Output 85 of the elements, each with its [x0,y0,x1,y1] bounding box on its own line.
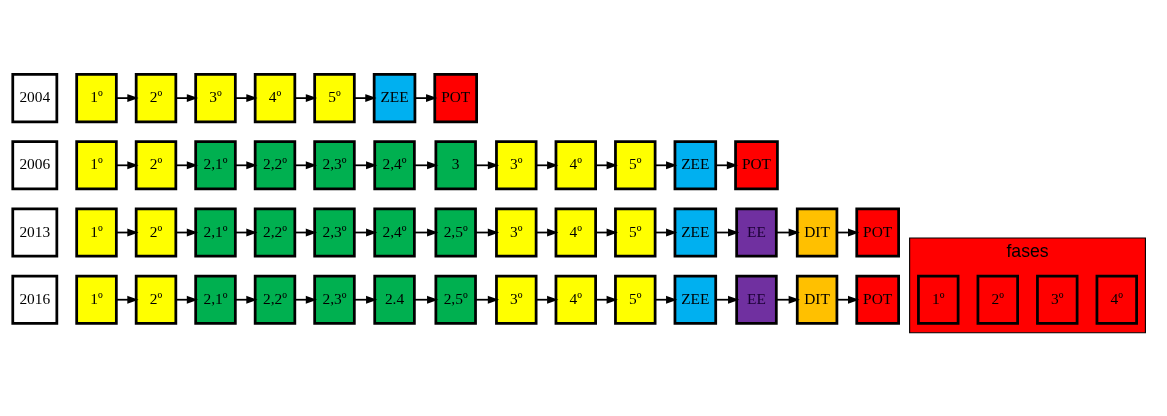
node-box: 5º [313,73,356,124]
arrow [294,295,318,304]
node-box: 2004 [11,73,59,124]
node-box: 4º [554,274,597,325]
node-box: EE [735,274,778,325]
arrow [115,295,139,304]
arrow [535,161,559,170]
node-box: 2,2º [253,140,297,191]
node-box: 2,1º [194,140,237,191]
arrow [353,94,377,103]
arrow [353,295,378,304]
node-box: 2º [976,274,1019,325]
node-box: ZEE [673,274,718,325]
node-box: POT [855,207,900,258]
node-box: 2º [134,274,178,325]
node-box: 2,4º [373,140,416,191]
arrow [234,295,258,304]
node-box: 5º [614,207,657,258]
node-box: 2,2º [253,207,297,258]
node-box: 2,3º [313,274,356,325]
node-box: 2013 [11,207,59,258]
arrow [594,295,618,304]
node-box: 5º [614,140,657,191]
arrow [654,295,678,304]
node-box: DIT [795,274,839,325]
node-box: 2,3º [313,207,356,258]
arrow [836,295,860,304]
arrow [175,94,199,103]
node-box: 2,3º [313,140,356,191]
node-box: 1º [75,274,118,325]
arrow [535,295,559,304]
node-box: 2,4º [373,207,416,258]
node-box: ZEE [673,207,718,258]
node-box: 5º [614,274,657,325]
node-box: 2º [134,207,178,258]
node-box: 3º [1036,274,1079,325]
arrow [594,161,618,170]
node-box: 2.4 [373,274,416,325]
arrow [775,295,800,304]
node-box: ZEE [372,73,417,124]
arrow [714,295,740,304]
node-box: 1º [75,73,118,124]
arrow [294,161,318,170]
node-box: 2,1º [194,207,237,258]
node-box: 2,5º [434,274,477,325]
node-box: 3º [495,274,538,325]
node-box: POT [734,140,779,191]
node-box: 4º [253,73,297,124]
node-box: 3º [495,207,538,258]
arrow [413,295,439,304]
node-box: EE [735,207,778,258]
node-box: ZEE [673,140,718,191]
node-box: 2º [134,140,178,191]
arrow [294,94,318,103]
node-box: 2,2º [253,274,297,325]
node-box: 1º [917,274,960,325]
node-box: 2006 [11,140,59,191]
node-box: 2016 [11,274,59,325]
arrow [474,295,500,304]
node-box: 4º [554,207,597,258]
node-box: 3º [495,140,538,191]
node-box: 2,5º [434,207,477,258]
arrow [414,94,438,103]
node-box: 1º [75,140,118,191]
arrow [234,161,258,170]
arrow [474,161,500,170]
node-box: DIT [795,207,839,258]
arrow [654,161,678,170]
node-box: POT [855,274,900,325]
arrow [714,161,739,170]
arrow [353,161,378,170]
node-box: 2º [134,73,178,124]
arrow [175,295,199,304]
node-box: 4º [1095,274,1138,325]
node-box: 2,1º [194,274,237,325]
arrow [234,94,258,103]
node-box: POT [433,73,478,124]
arrow [115,161,139,170]
node-box: 1º [75,207,118,258]
node-box: 3 [434,140,477,191]
node-box: 4º [554,140,597,191]
arrow [115,94,139,103]
arrow [413,161,439,170]
node-box: 3º [194,73,237,124]
arrow [175,161,199,170]
